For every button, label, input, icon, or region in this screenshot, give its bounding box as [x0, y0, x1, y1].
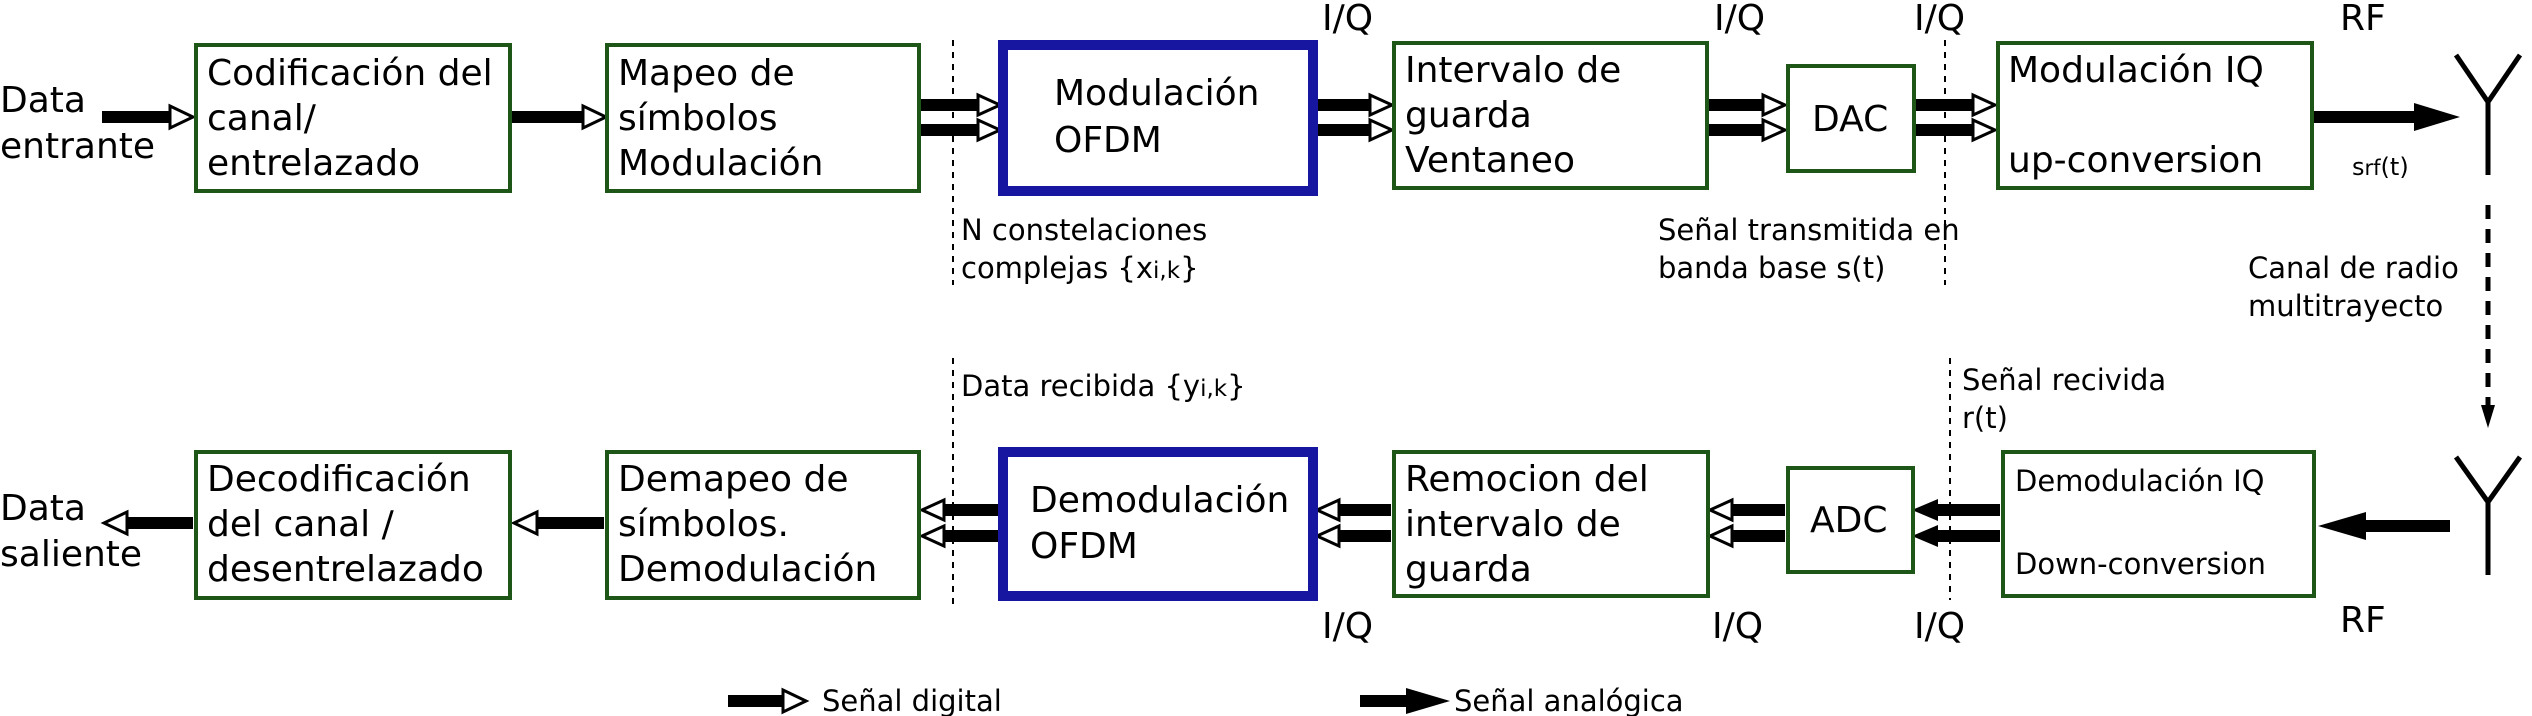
rx-iq-label-3: I/Q: [1914, 606, 1965, 647]
adc-block: ADC: [1786, 466, 1915, 574]
tx-analog-arrow-rf: [2314, 103, 2460, 131]
tx-input-label: Data entrante: [0, 80, 155, 167]
tx-double-arrow-guard-dac: [1709, 92, 1789, 143]
rx-analog-arrow-rf: [2318, 512, 2450, 540]
channel-decoding-block: Decodificación del canal / desentrelazad…: [194, 450, 512, 600]
svg-text:Remocion del intervalo d: Remocion del intervalo de guarda: [1405, 459, 1660, 590]
svg-text:Codificación del canal/: Codificación del canal/ entrelazado: [207, 53, 504, 184]
svg-text:Señal digital: Señal digital: [822, 684, 1002, 716]
dac-block: DAC: [1786, 64, 1916, 173]
rx-iq-label-1: I/Q: [1322, 606, 1373, 647]
received-signal-note: Señal recivida r(t): [1962, 363, 2175, 435]
rx-output-label: Data saliente: [0, 488, 142, 575]
channel-coding-block: Codificación del canal/ entrelazado: [194, 43, 512, 193]
iq-modulation-block: Modulación IQ up-conversion: [1996, 41, 2314, 190]
svg-text:Intervalo de guarda: Intervalo de guarda Ventaneo: [1405, 50, 1633, 181]
rx-iq-label-2: I/Q: [1712, 606, 1763, 647]
ofdm-demodulation-block: Demodulación OFDM: [998, 447, 1318, 601]
channel-dashed-arrow: [2481, 205, 2495, 428]
svg-text:Modulación IQ: Modulación IQ: [2008, 50, 2264, 91]
tx-digital-arrow-in: [102, 103, 197, 131]
guard-interval-block: Intervalo de guarda Ventaneo: [1392, 41, 1709, 190]
svg-text:Demapeo de símbolos.: Demapeo de símbolos. Demodulación: [618, 459, 877, 590]
svg-text:Demodulación IQ: Demodulación IQ: [2015, 464, 2265, 498]
rx-digital-arrow-out: [100, 509, 193, 537]
rx-double-arrow-guard-ofdm: [1313, 497, 1391, 549]
tx-double-arrow-dac-iqmod: [1916, 92, 1999, 143]
legend-analog: Señal analógica: [1360, 684, 1684, 716]
tx-iq-label-1: I/Q: [1322, 0, 1373, 39]
svg-text:up-conversion: up-conversion: [2008, 140, 2263, 181]
tx-antenna-icon: [2453, 53, 2523, 175]
legend-digital: Señal digital: [728, 684, 1002, 716]
rx-digital-arrow-demapping-decoding: [510, 509, 604, 537]
svg-text:ADC: ADC: [1810, 500, 1887, 541]
tx-rf-label: RF: [2340, 0, 2386, 39]
svg-text:Decodificación del canal: Decodificación del canal / desentrelazad…: [207, 459, 484, 590]
rx-double-arrow-ofdm-demapping: [918, 497, 998, 549]
baseband-note: Señal transmitida en banda base s(t): [1658, 213, 1969, 285]
channel-label: Canal de radio multitrayecto: [2248, 251, 2468, 323]
constellations-note-symbol: complejas {xi,k}: [961, 251, 1199, 285]
tx-digital-arrow-coding-mapping: [512, 103, 610, 131]
rx-double-arrow-adc-guard: [1706, 497, 1785, 549]
ofdm-modulation-block: Modulación OFDM: [998, 40, 1318, 196]
rx-rf-label: RF: [2340, 600, 2386, 641]
symbol-demapping-block: Demapeo de símbolos. Demodulación: [605, 450, 921, 600]
tx-iq-label-3: I/Q: [1914, 0, 1965, 39]
svg-text:Down-conversion: Down-conversion: [2015, 547, 2266, 581]
iq-demodulation-block: Demodulación IQ Down-conversion: [2001, 450, 2316, 598]
tx-double-arrow-ofdm-guard: [1318, 92, 1396, 143]
rx-antenna-icon: [2453, 455, 2523, 575]
svg-text:Demodulación OFDM: Demodulación OFDM: [1030, 480, 1301, 567]
guard-removal-block: Remocion del intervalo de guarda: [1392, 450, 1710, 598]
rx-double-arrow-iqdemod-adc: [1912, 499, 2000, 547]
svg-text:Modulación OFDM: Modulación OFDM: [1054, 73, 1271, 161]
svg-text:Señal analógica: Señal analógica: [1454, 684, 1684, 716]
svg-text:Mapeo de símbolos: Mapeo de símbolos Modulación: [618, 53, 823, 184]
tx-double-arrow-mapping-ofdm: [921, 92, 1004, 143]
tx-iq-label-2: I/Q: [1714, 0, 1765, 39]
constellations-note: N constelaciones: [961, 213, 1207, 247]
received-data-note: Data recibida {yi,k}: [961, 369, 1246, 403]
symbol-mapping-block: Mapeo de símbolos Modulación: [605, 43, 921, 193]
tx-srf-label: srf(t): [2352, 153, 2409, 181]
svg-text:DAC: DAC: [1812, 99, 1888, 140]
